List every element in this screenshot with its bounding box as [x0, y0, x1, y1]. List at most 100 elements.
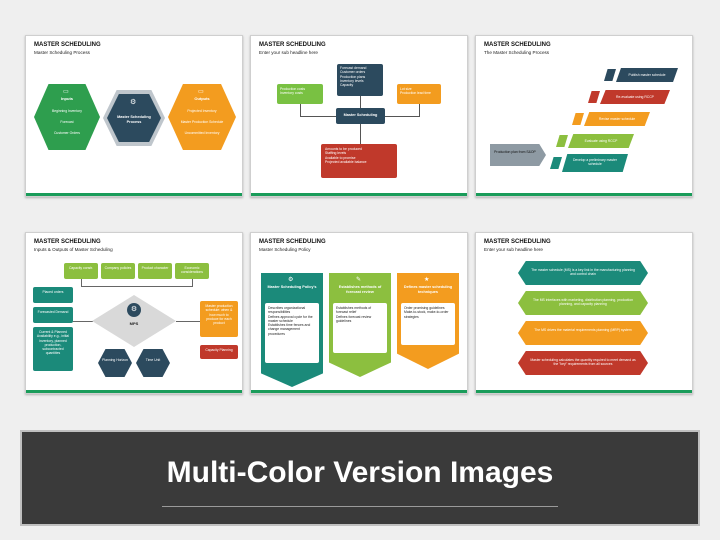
constraint-box: Product character: [138, 263, 172, 279]
banner-title: Multi-Color Version Images: [166, 456, 554, 489]
right-item: Lot size: [400, 87, 412, 91]
top-item: Forecast demand: [340, 66, 367, 70]
top-item: Production plans: [340, 74, 366, 79]
step-label: Develop a preliminary master schedule: [572, 158, 618, 167]
slide-title: MASTER SCHEDULING: [259, 42, 326, 48]
card-icon: ⚙: [288, 277, 294, 283]
mps-label: MPS: [129, 321, 139, 326]
slide-subtitle: Enter your sub headline here: [484, 247, 543, 252]
time-unit-label: Time Unit: [145, 358, 161, 362]
step-icon: [588, 91, 600, 103]
step-icon: [556, 135, 568, 147]
constraint-box: Company policies: [101, 263, 135, 279]
slide-thumbnail-4[interactable]: MASTER SCHEDULING Inputs & Outputs of Ma…: [25, 232, 243, 394]
card-item: Make-to-stock, make-to-order strategies: [404, 310, 449, 319]
step-bar: Revise master schedule: [584, 112, 650, 126]
step-label: Evaluate using RCCP: [584, 139, 618, 143]
outputs-item: Projected Inventory: [187, 109, 217, 113]
output-label: Master production schedule: when & how m…: [205, 304, 233, 325]
statement-row: The MS interfaces with marketing, distri…: [518, 291, 648, 315]
input-box: Forecasted Demand: [33, 307, 73, 323]
policy-card: ★ Defines master scheduling techniques O…: [397, 273, 459, 369]
outputs-box: Amounts to be produced Staffing levels A…: [321, 144, 397, 178]
banner: Multi-Color Version Images: [20, 430, 700, 526]
start-label: Production plan from S&OP: [494, 150, 536, 154]
card-head: Master Scheduling Policy's: [267, 285, 317, 289]
top-item: Inventory levels: [340, 78, 364, 83]
start-shape: Production plan from S&OP: [490, 144, 546, 166]
step-label: Re-evaluate using RCCP: [616, 95, 654, 99]
output-label: Capacity Planning: [205, 348, 233, 352]
outputs-head: Outputs: [194, 96, 210, 101]
step-label: Publish master schedule: [628, 73, 666, 77]
connector-line: [73, 321, 93, 322]
inputs-item: Forecast: [60, 120, 74, 124]
output-box: Master production schedule: when & how m…: [200, 301, 238, 337]
statement-text: The MS interfaces with marketing, distri…: [532, 298, 634, 307]
slide-subtitle: Enter your sub headline here: [259, 50, 318, 55]
slide-subtitle: Master Scheduling Process: [34, 50, 90, 55]
outputs-item: Uncommitted Inventory: [184, 131, 220, 135]
step-icon: [550, 157, 562, 169]
constraint-label: Capacity constr.: [68, 266, 94, 270]
slide-title: MASTER SCHEDULING: [484, 239, 551, 245]
card-item: Describes organizational responsibilitie…: [268, 306, 306, 315]
output-item: Amounts to be produced: [325, 147, 362, 151]
slide-subtitle: Inputs & Outputs of Master Scheduling: [34, 247, 113, 252]
slide-thumbnail-1[interactable]: MASTER SCHEDULING Master Scheduling Proc…: [25, 35, 243, 197]
slide-subtitle: The Master Scheduling Process: [484, 50, 550, 55]
connector-line: [385, 116, 420, 117]
constraint-box: Capacity constr.: [64, 263, 98, 279]
top-inputs-box: Forecast demand Customer orders Producti…: [337, 64, 383, 96]
card-item: Establishes time fences and change manag…: [268, 323, 311, 336]
slide-subtitle: Master Scheduling Policy: [259, 247, 311, 252]
center-label: Master Scheduling: [343, 113, 378, 117]
inputs-item: Customer Orders: [53, 131, 80, 135]
center-label: Master Scheduling Process: [117, 115, 151, 124]
horizon-hexagon: Planning Horizon: [98, 349, 132, 377]
slide-title: MASTER SCHEDULING: [34, 42, 101, 48]
step-bar: Develop a preliminary master schedule: [562, 154, 628, 172]
connector-line: [300, 116, 336, 117]
settings-icon: ⚙: [127, 303, 141, 317]
right-item: Production lead time: [400, 91, 431, 96]
gear-icon: ⚙: [130, 99, 137, 106]
statement-text: Master scheduling calculates the quantit…: [530, 358, 636, 367]
slide-thumbnail-3[interactable]: MASTER SCHEDULING The Master Scheduling …: [475, 35, 693, 197]
top-item: Capacity: [340, 83, 354, 87]
slide-thumbnail-2[interactable]: MASTER SCHEDULING Enter your sub headlin…: [250, 35, 468, 197]
step-icon: [604, 69, 616, 81]
card-head: Establishes methods of forecast review: [338, 285, 382, 294]
statement-row: The MS drives the material requirements …: [518, 321, 648, 345]
policy-card: ✎ Establishes methods of forecast review…: [329, 273, 391, 377]
output-box: Capacity Planning: [200, 345, 238, 359]
connector-line: [419, 104, 420, 116]
output-item: Available to promise: [325, 155, 356, 160]
left-inputs-box: Production costs Inventory costs: [277, 84, 323, 104]
connector-line: [176, 321, 200, 322]
step-bar: Publish master schedule: [616, 68, 678, 82]
card-item: Defines approval cycle for the master sc…: [268, 314, 313, 323]
card-head: Defines master scheduling techniques: [403, 285, 453, 294]
slide-thumbnail-6[interactable]: MASTER SCHEDULING Enter your sub headlin…: [475, 232, 693, 394]
step-icon: [572, 113, 584, 125]
policy-card: ⚙ Master Scheduling Policy's Describes o…: [261, 273, 323, 387]
slide-thumbnail-5[interactable]: MASTER SCHEDULING Master Scheduling Poli…: [250, 232, 468, 394]
constraint-label: Company policies: [104, 266, 132, 270]
output-item: Staffing levels: [325, 151, 347, 156]
constraint-box: Economic considerations: [175, 263, 209, 279]
center-hexagon: [107, 94, 161, 142]
connector-line: [81, 279, 193, 287]
outputs-item: Master Production Schedule: [180, 120, 224, 124]
constraint-label: Economic considerations: [181, 266, 203, 275]
statement-text: The MS drives the material requirements …: [534, 328, 632, 332]
card-item: Establishes methods of forecast relief: [336, 306, 372, 315]
connector-line: [300, 104, 301, 116]
card-item: Order promising guidelines: [404, 306, 445, 310]
card-item: Defines forecast review guidelines: [336, 314, 372, 323]
outputs-hexagon: [168, 84, 236, 150]
connector-line: [360, 96, 361, 108]
banner-underline: [162, 506, 558, 507]
center-box: Master Scheduling: [336, 108, 385, 124]
statement-row: Master scheduling calculates the quantit…: [518, 351, 648, 375]
